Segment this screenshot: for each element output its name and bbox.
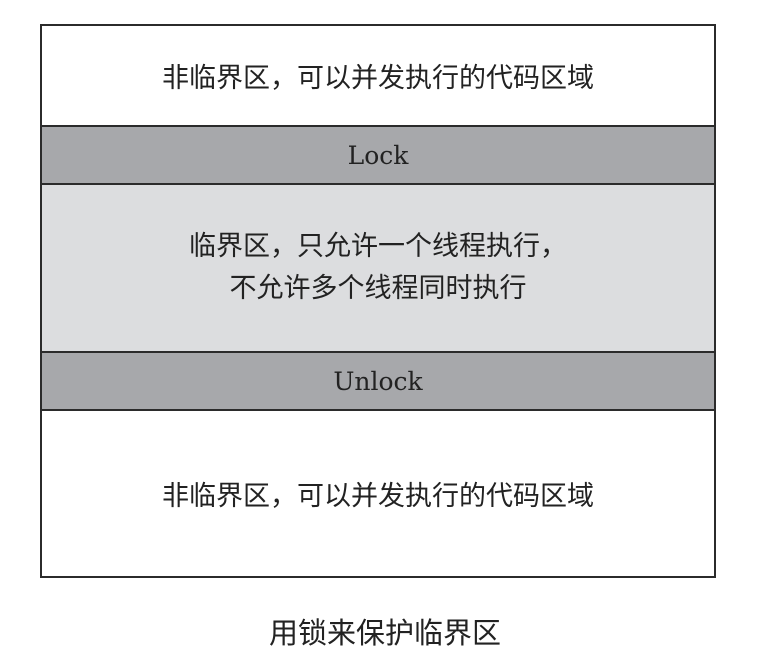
non-critical-section-top: 非临界区，可以并发执行的代码区域 bbox=[42, 26, 714, 125]
critical-line-2: 不允许多个线程同时执行 bbox=[229, 273, 527, 304]
section-label: 非临界区，可以并发执行的代码区域 bbox=[162, 481, 594, 512]
non-critical-section-bottom: 非临界区，可以并发执行的代码区域 bbox=[42, 411, 714, 576]
unlock-label: Unlock bbox=[333, 366, 423, 396]
lock-label: Lock bbox=[347, 140, 409, 170]
figure-caption: 用锁来保护临界区 bbox=[268, 616, 501, 650]
section-label: 非临界区，可以并发执行的代码区域 bbox=[162, 63, 594, 94]
lock-diagram: 非临界区，可以并发执行的代码区域 Lock 临界区，只允许一个线程执行， 不允许… bbox=[40, 24, 716, 578]
critical-line-1: 临界区，只允许一个线程执行， bbox=[189, 231, 567, 262]
lock-band: Lock bbox=[42, 125, 714, 185]
critical-section: 临界区，只允许一个线程执行， 不允许多个线程同时执行 bbox=[42, 185, 714, 351]
unlock-band: Unlock bbox=[42, 351, 714, 411]
